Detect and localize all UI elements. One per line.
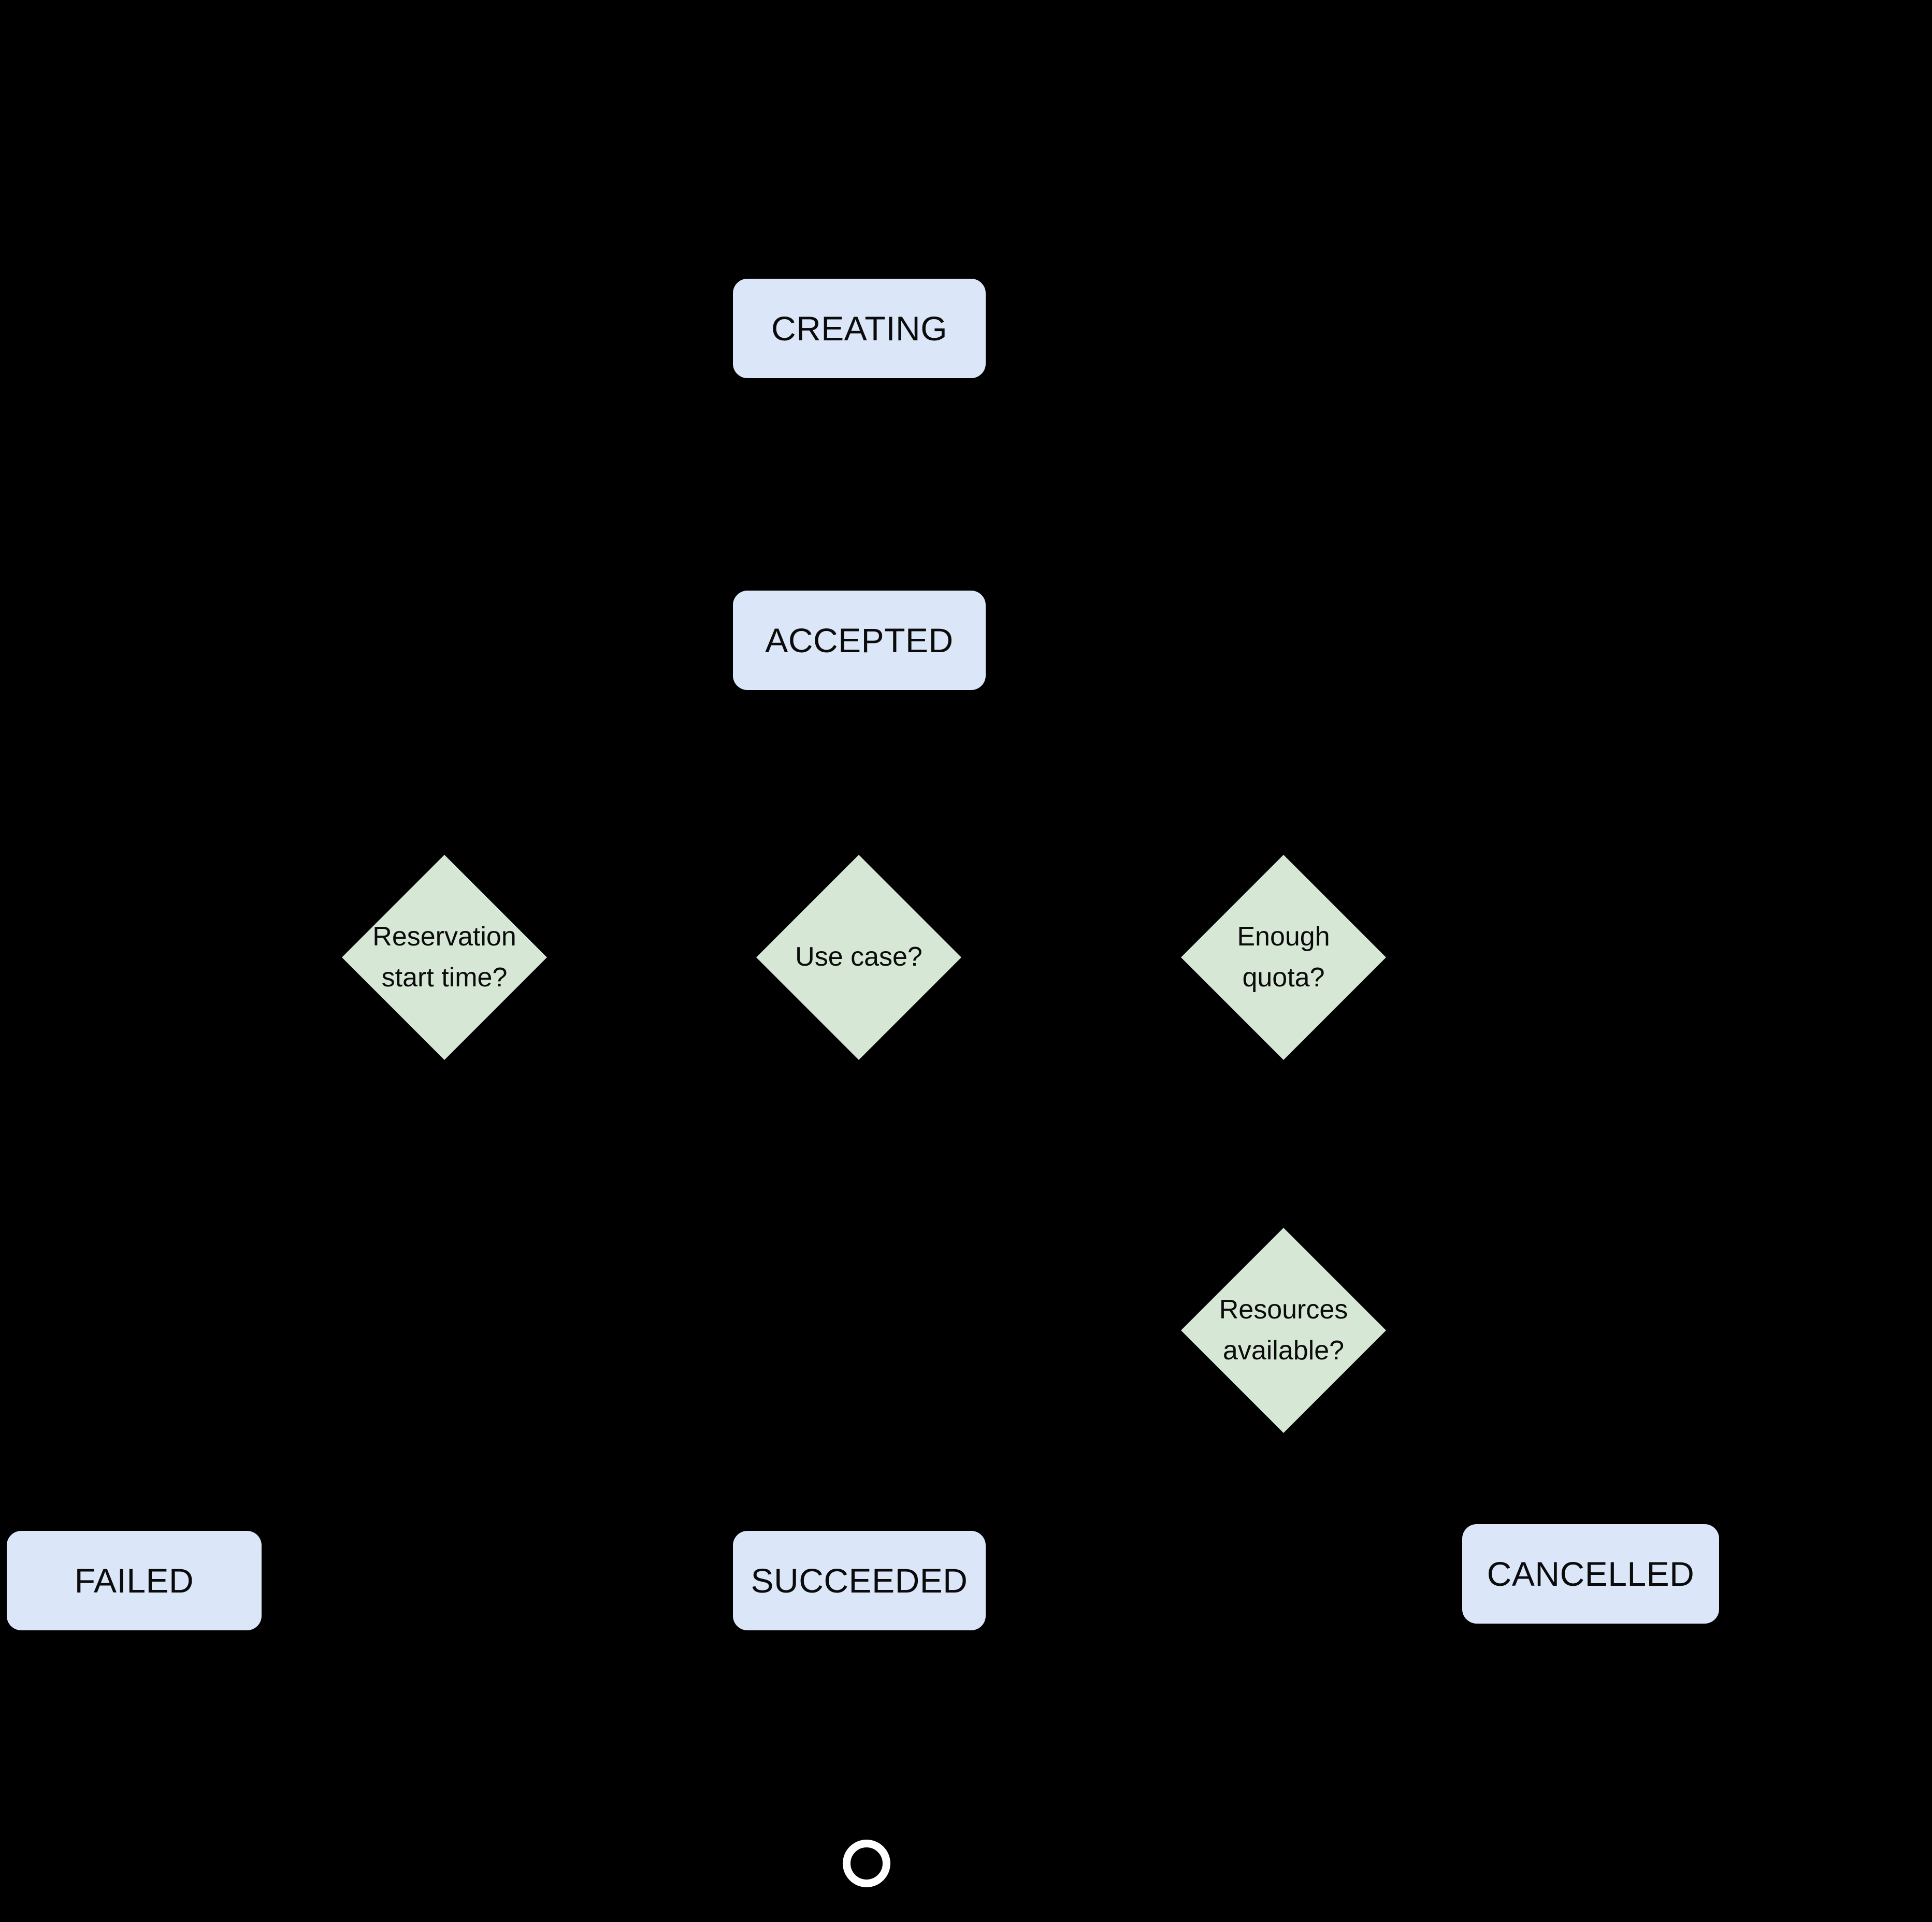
decision-node-enough-quota[interactable]: Enough quota? bbox=[1181, 855, 1386, 1060]
decision-label-resources-available: Resources available? bbox=[1219, 1294, 1348, 1366]
state-node-accepted[interactable]: ACCEPTED bbox=[733, 591, 986, 690]
decision-node-use-case[interactable]: Use case? bbox=[756, 855, 961, 1060]
decision-label-enough-quota: Enough quota? bbox=[1237, 921, 1330, 993]
decision-node-reservation-start-time[interactable]: Reservation start time? bbox=[342, 855, 547, 1060]
state-node-cancelled[interactable]: CANCELLED bbox=[1462, 1524, 1719, 1624]
state-node-creating[interactable]: CREATING bbox=[733, 279, 986, 378]
decision-label-use-case: Use case? bbox=[795, 942, 922, 972]
state-label-succeeded: SUCCEEDED bbox=[751, 1561, 968, 1600]
end-terminator-node[interactable] bbox=[843, 1840, 890, 1887]
decision-label-reservation-start-time: Reservation start time? bbox=[372, 921, 516, 993]
state-label-accepted: ACCEPTED bbox=[765, 621, 954, 659]
state-label-failed: FAILED bbox=[74, 1561, 194, 1600]
decision-node-resources-available[interactable]: Resources available? bbox=[1181, 1228, 1386, 1433]
state-label-cancelled: CANCELLED bbox=[1487, 1554, 1695, 1593]
state-label-creating: CREATING bbox=[771, 309, 948, 348]
edge-resources-to-cancelled bbox=[1281, 1435, 1607, 1531]
state-node-failed[interactable]: FAILED bbox=[7, 1531, 262, 1630]
state-node-succeeded[interactable]: SUCCEEDED bbox=[733, 1531, 986, 1630]
edge-reservation-to-failed bbox=[118, 1062, 446, 1538]
